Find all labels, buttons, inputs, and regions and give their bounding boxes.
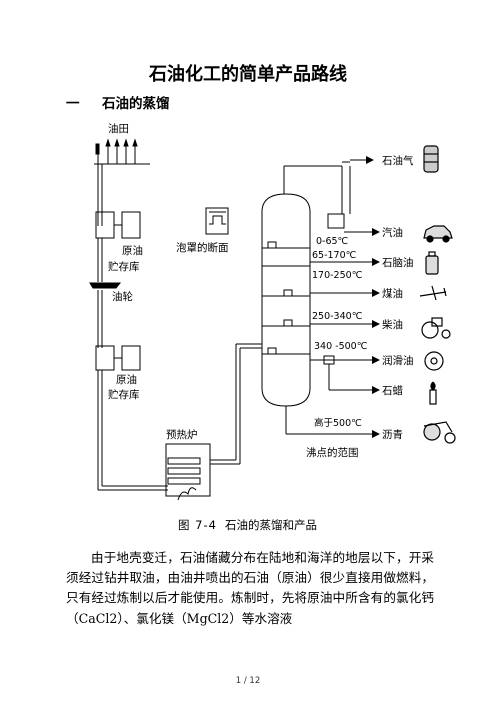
candle-icon	[429, 381, 437, 405]
preheat-furnace	[165, 443, 211, 497]
label-product-naphtha: 石脑油	[382, 256, 414, 269]
storage-tank-bottom	[95, 345, 115, 371]
storage-tank-top	[95, 211, 115, 239]
label-temp-3: 170-250℃	[312, 270, 363, 281]
label-product-kerosene: 煤油	[382, 287, 403, 300]
label-furnace: 预热炉	[166, 428, 198, 441]
label-product-lube: 润滑油	[382, 354, 414, 367]
label-tanker: 油轮	[112, 290, 133, 303]
figure-caption-text: 石油的蒸馏和产品	[224, 518, 317, 532]
label-oilfield: 油田	[108, 122, 129, 135]
tanker-ship	[89, 282, 122, 289]
tractor-icon	[421, 317, 451, 339]
figure-number: 图 7-4	[178, 518, 217, 532]
bottle-icon	[425, 251, 439, 275]
label-storage-top-1: 原油	[122, 244, 143, 257]
distillation-column	[261, 193, 311, 407]
section-title: 石油的蒸馏	[102, 96, 170, 112]
label-temp-5: 340 -500℃	[314, 341, 368, 352]
label-product-gasoline: 汽油	[382, 226, 403, 239]
label-storage-bottom-1: 原油	[116, 373, 137, 386]
page-title: 石油化工的简单产品路线	[149, 64, 347, 85]
label-product-wax: 石蜡	[382, 385, 403, 397]
label-bubble-cap: 泡罩的断面	[176, 241, 229, 254]
figure-caption: 图 7-4 石油的蒸馏和产品	[178, 517, 317, 533]
label-product-gas: 石油气	[382, 154, 414, 167]
section-number: 一	[66, 96, 80, 112]
page-number: 1 / 12	[235, 676, 261, 686]
label-temp-1: 0-65℃	[316, 236, 349, 247]
label-temp-6: 高于500℃	[314, 417, 362, 429]
gas-cylinder-icon	[423, 145, 439, 173]
roller-icon	[423, 421, 456, 444]
label-product-asphalt: 沥青	[382, 428, 403, 441]
label-product-diesel: 柴油	[382, 318, 403, 331]
label-storage-top-2: 贮存库	[108, 260, 140, 273]
label-temp-2: 65-170℃	[312, 250, 357, 261]
airplane-icon	[419, 285, 447, 301]
gear-icon	[424, 351, 444, 371]
bubble-cap-inset	[205, 207, 229, 235]
oil-wells	[95, 138, 138, 164]
body-paragraph: 由于地壳变迁，石油储藏分布在陆地和海洋的地层以下，开采须经过钻井取油，由油井喷出…	[66, 550, 434, 626]
label-boiling-range: 沸点的范围	[306, 446, 359, 459]
label-storage-bottom-2: 贮存库	[108, 388, 140, 401]
condenser	[327, 213, 345, 229]
label-temp-4: 250-340℃	[312, 311, 363, 322]
car-icon	[423, 225, 453, 243]
section-heading: 一 石油的蒸馏	[66, 92, 170, 112]
